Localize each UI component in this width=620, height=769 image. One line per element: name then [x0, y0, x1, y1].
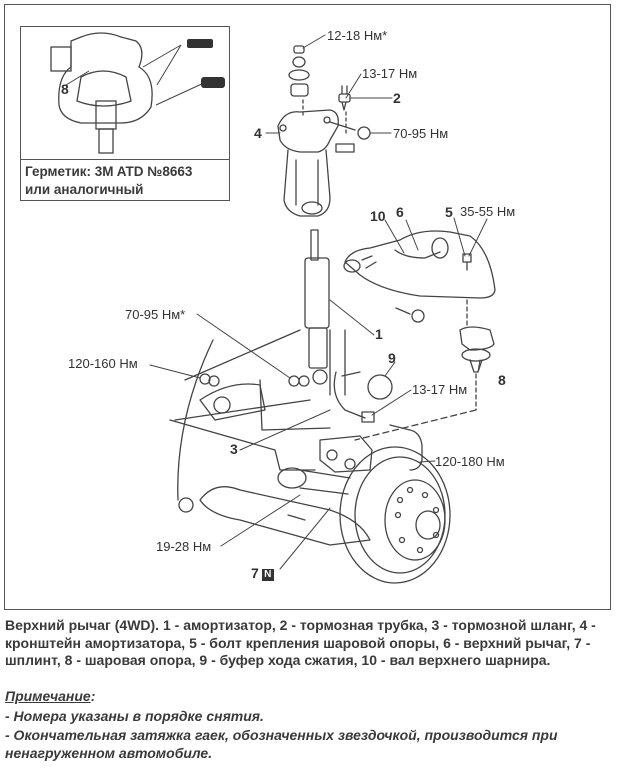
- torque-label-120-160: 120-160 Нм: [68, 356, 138, 371]
- arm-shaft-bolt: [395, 307, 425, 323]
- bracket-bolt: [329, 121, 371, 140]
- leader-lines: [149, 34, 488, 570]
- torque-label-120-180: 120-180 Нм: [435, 454, 505, 469]
- chassis-frame: [169, 329, 346, 501]
- part-number-1: 1: [375, 326, 383, 342]
- part-number-2: 2: [393, 90, 401, 106]
- suspension-drawing: [149, 34, 496, 584]
- torque-label-35-55: 35-55 Нм: [460, 204, 516, 219]
- drive-shaft: [277, 467, 351, 495]
- sealant-inset: 8 Герметик: 3M ATD №8663 или аналогичный: [20, 26, 230, 201]
- torque-label-70-95-top: 70-95 Нм: [393, 126, 449, 141]
- sealant-gun-icon: [201, 77, 225, 88]
- top-mount-stack: [288, 45, 310, 119]
- part-number-3: 3: [230, 441, 238, 457]
- brake-line-fitting: [338, 85, 351, 136]
- brake-hose: [333, 371, 423, 471]
- note-item-1: - Номера указаны в порядке снятия.: [5, 708, 264, 724]
- part-number-4: 4: [254, 125, 262, 141]
- part-number-5: 5: [445, 204, 453, 220]
- upper-control-arm: [343, 230, 496, 326]
- lower-control-arm: [178, 486, 371, 546]
- part-number-7-text: 7: [251, 565, 259, 581]
- ball-joint-inset-drawing: [50, 32, 207, 154]
- shock-absorber: [304, 229, 330, 385]
- part-number-6: 6: [396, 204, 404, 220]
- note-heading: Примечание:: [5, 688, 95, 704]
- torque-label-19-28: 19-28 Нм: [156, 539, 212, 554]
- steering-knuckle: [319, 435, 373, 473]
- sealant-tube-icon: [187, 39, 213, 48]
- part-number-9: 9: [388, 350, 396, 366]
- inset-part-8-label: 8: [61, 81, 69, 97]
- sealant-caption: Герметик: 3M ATD №8663 или аналогичный: [21, 159, 229, 200]
- part-number-10: 10: [370, 208, 386, 224]
- torque-label-13-17-mid: 13-17 Нм: [412, 382, 468, 397]
- torque-label-13-17-top: 13-17 Нм: [362, 66, 418, 81]
- figure-caption: Верхний рычаг (4WD). 1 - амортизатор, 2 …: [5, 617, 596, 668]
- brake-disc: [339, 446, 451, 584]
- bump-stop: [341, 371, 393, 400]
- sealant-caption-line2: или аналогичный: [25, 182, 144, 197]
- new-part-badge: N: [261, 569, 274, 581]
- torque-label-70-95-star: 70-95 Нм*: [125, 307, 186, 322]
- shock-bracket: [277, 109, 355, 217]
- sealant-caption-line1: Герметик: 3M ATD №8663: [25, 164, 193, 179]
- note-title-colon: :: [90, 688, 96, 704]
- part-number-8: 8: [498, 372, 506, 388]
- ball-joint: [354, 326, 495, 441]
- note-title: Примечание: [5, 688, 91, 704]
- note-item-2: - Окончательная затяжка гаек, обозначенн…: [5, 727, 558, 761]
- torque-label-12-18: 12-18 Нм*: [327, 28, 388, 43]
